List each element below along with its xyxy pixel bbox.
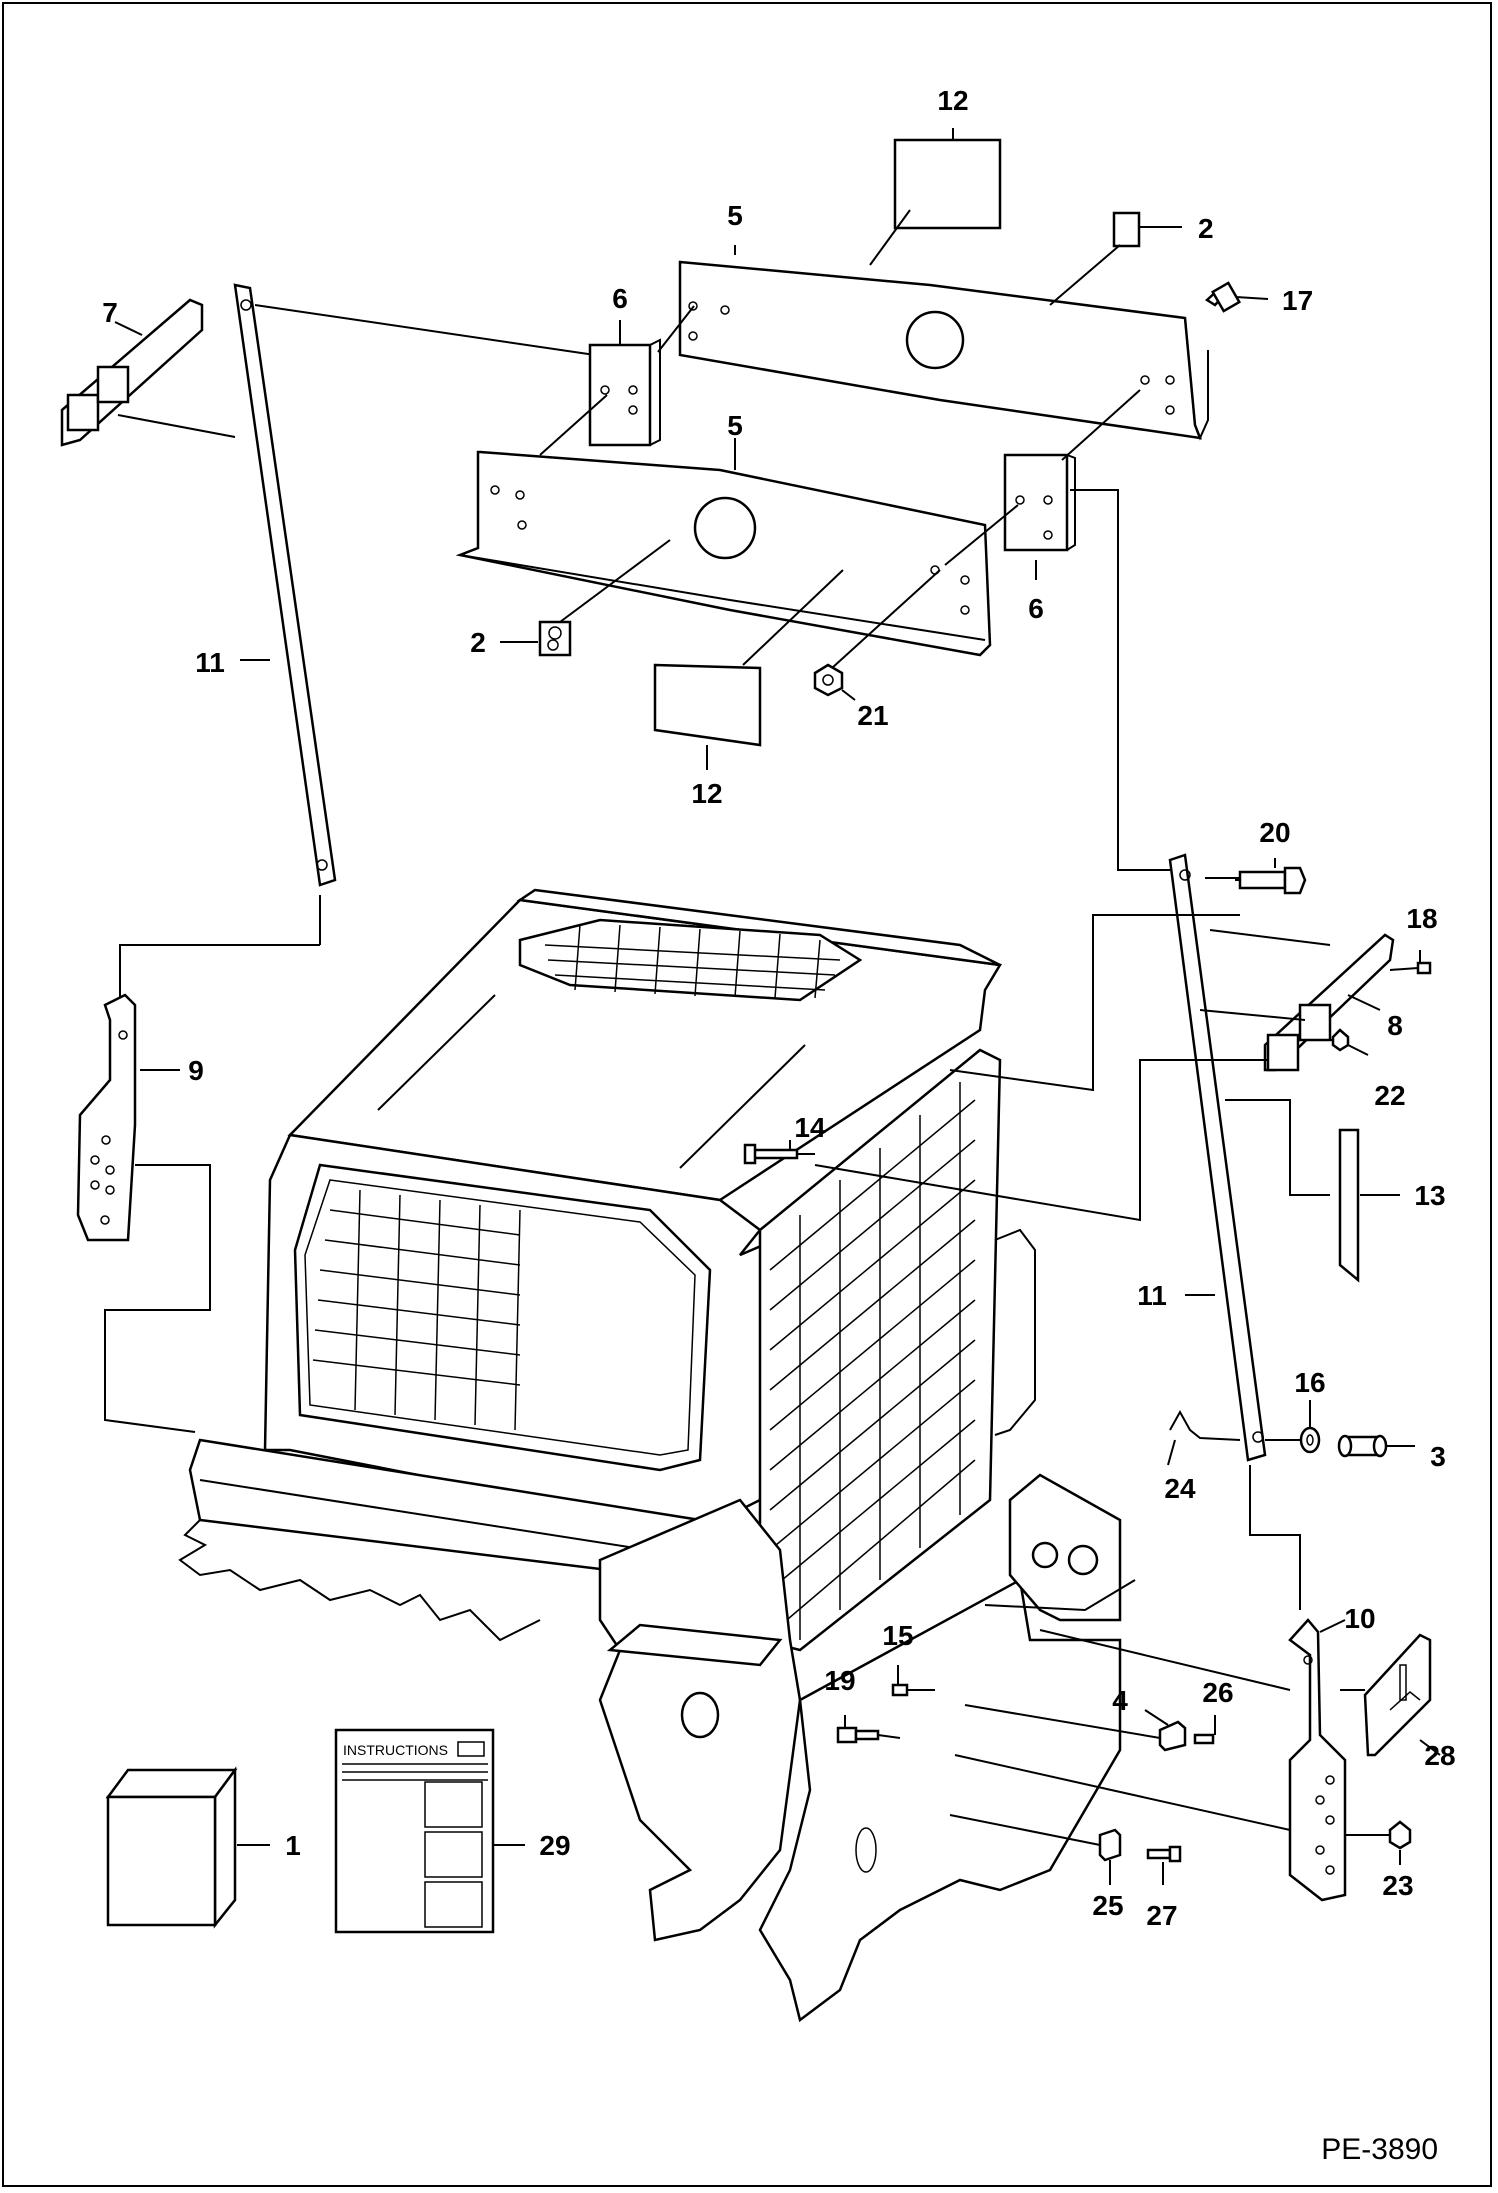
part-11-right-bar xyxy=(1168,853,1301,1610)
part-16-washer xyxy=(1299,1400,1321,1454)
instructions-label: INSTRUCTIONS xyxy=(343,1742,448,1758)
callout-9: 9 xyxy=(188,1055,204,1086)
side-screen-grid xyxy=(769,1082,976,1640)
front-screen-grid xyxy=(312,1189,521,1431)
part-9-plate xyxy=(76,993,211,1433)
callout-17: 17 xyxy=(1282,285,1313,316)
callout-7: 7 xyxy=(102,297,118,328)
part-7-bracket xyxy=(60,298,236,447)
part-6-spacer-lower xyxy=(944,389,1175,871)
cab-structure xyxy=(178,888,1136,2023)
callout-3: 3 xyxy=(1430,1441,1446,1472)
callout-24: 24 xyxy=(1164,1473,1196,1504)
part-27-bolt xyxy=(954,1629,1291,1885)
callout-6-lower: 6 xyxy=(1028,593,1044,624)
callout-22: 22 xyxy=(1374,1080,1405,1111)
part-17-bolt xyxy=(1204,281,1269,313)
part-19-bolt xyxy=(836,1715,901,1744)
callout-labels: 12 2 5 17 7 6 5 6 2 11 21 12 20 18 8 9 2… xyxy=(102,85,1455,1931)
callout-14: 14 xyxy=(794,1112,826,1143)
part-2-decal-lower xyxy=(500,539,671,657)
part-26-screw xyxy=(1193,1715,1216,1745)
callout-27: 27 xyxy=(1146,1900,1177,1931)
callout-2-lower: 2 xyxy=(470,627,486,658)
callout-6-upper: 6 xyxy=(612,283,628,314)
part-15-screw xyxy=(891,1665,935,1697)
part-13-decal xyxy=(1225,1099,1400,1283)
callout-11-right: 11 xyxy=(1137,1280,1167,1311)
part-14-bolt xyxy=(743,914,1268,1222)
callout-10: 10 xyxy=(1344,1603,1375,1634)
callout-8: 8 xyxy=(1387,1010,1403,1041)
callout-16: 16 xyxy=(1294,1367,1325,1398)
part-28-plate xyxy=(1340,1633,1441,1757)
callout-12-lower: 12 xyxy=(691,778,722,809)
roof-screen-grid xyxy=(544,924,841,999)
callout-23: 23 xyxy=(1382,1870,1413,1901)
callout-19: 19 xyxy=(824,1665,855,1696)
part-29-instructions: INSTRUCTIONS xyxy=(334,1728,525,1934)
part-5-lower-bracket xyxy=(455,438,992,657)
callout-5-lower: 5 xyxy=(727,410,743,441)
callout-18: 18 xyxy=(1406,903,1437,934)
part-20-bolt xyxy=(1205,858,1307,895)
part-5-upper-bracket xyxy=(678,209,1209,441)
callout-26: 26 xyxy=(1202,1677,1233,1708)
part-21-nut xyxy=(813,569,941,701)
callout-29: 29 xyxy=(539,1830,570,1861)
callout-25: 25 xyxy=(1092,1890,1123,1921)
callout-15: 15 xyxy=(882,1620,913,1651)
figure-reference-id: PE-3890 xyxy=(1321,2133,1438,2166)
part-1-box xyxy=(105,1766,270,1929)
callout-4: 4 xyxy=(1112,1685,1128,1716)
callout-5-upper: 5 xyxy=(727,200,743,231)
part-2-small-decal-top xyxy=(1112,211,1182,248)
callout-2-top: 2 xyxy=(1198,213,1214,244)
part-4-block xyxy=(964,1704,1187,1752)
callout-20: 20 xyxy=(1259,817,1290,848)
part-10-plate xyxy=(1288,1618,1347,1902)
part-22-nut xyxy=(1298,1028,1369,1056)
callout-21: 21 xyxy=(857,700,888,731)
part-25-block xyxy=(949,1814,1122,1885)
part-24-clip xyxy=(1167,1409,1241,1466)
part-23-nut xyxy=(1345,1820,1412,1865)
part-6-spacer-upper xyxy=(539,305,695,456)
part-11-left-bar xyxy=(119,283,596,1000)
callout-28: 28 xyxy=(1424,1740,1455,1771)
part-18-screw xyxy=(1389,950,1432,975)
callout-11-left: 11 xyxy=(195,647,225,678)
callout-13: 13 xyxy=(1414,1180,1445,1211)
part-3-pin xyxy=(1265,1434,1415,1458)
part-12-lower-decal xyxy=(653,569,844,770)
part-12-top-decal xyxy=(893,128,1002,230)
callout-1: 1 xyxy=(285,1830,301,1861)
part-8-bracket xyxy=(1199,929,1395,1072)
callout-12-top: 12 xyxy=(937,85,968,116)
